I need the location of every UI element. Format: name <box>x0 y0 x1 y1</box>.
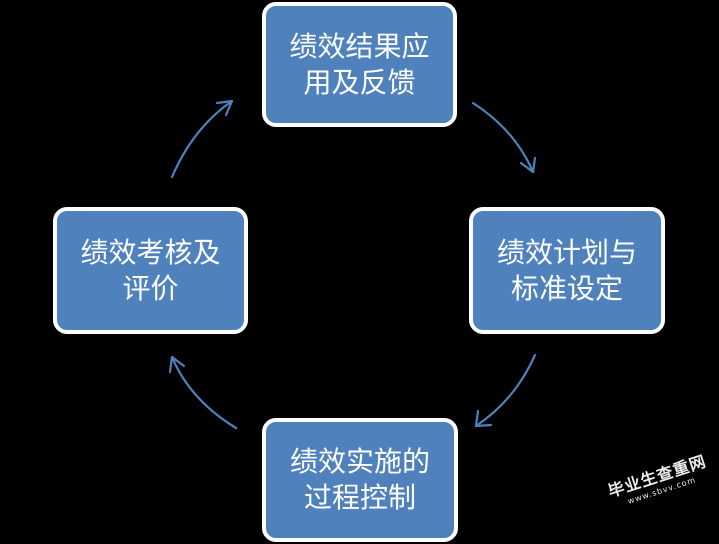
node-planning: 绩效计划与 标准设定 <box>469 207 665 334</box>
arrow-top-to-right <box>471 101 537 174</box>
arrow-bottom-to-left <box>168 355 238 430</box>
arrow-right-to-bottom <box>474 353 537 428</box>
node-evaluation: 绩效考核及 评价 <box>53 207 248 334</box>
node-feedback: 绩效结果应 用及反馈 <box>262 2 457 127</box>
arrow-left-to-top <box>170 99 234 179</box>
node-process-control: 绩效实施的 过程控制 <box>262 418 458 542</box>
